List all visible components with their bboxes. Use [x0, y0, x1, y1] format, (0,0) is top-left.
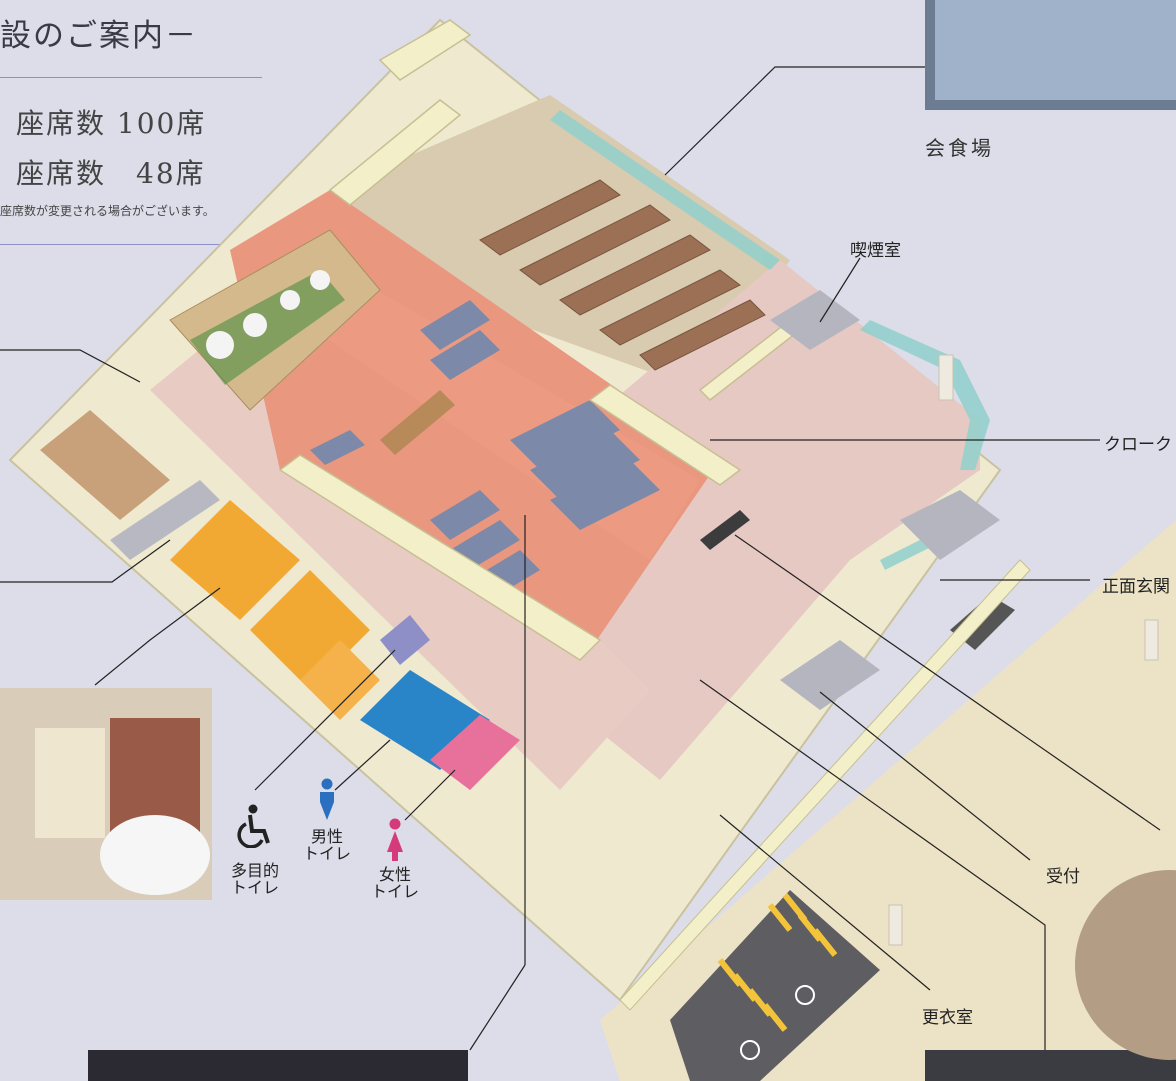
- seat-note: 座席数が変更される場合がございます。: [0, 204, 215, 218]
- grey-hall: [110, 480, 220, 560]
- label-dining-hall: 会食場: [925, 136, 994, 160]
- podium: [380, 390, 455, 455]
- label-multipurpose-toilet: 多目的 トイレ: [230, 861, 279, 897]
- label-mens-toilet: 男性 トイレ: [302, 827, 351, 863]
- photo-altar: [1075, 870, 1176, 1060]
- outer-wall-right: [619, 559, 1031, 1011]
- hall-chairs: [310, 300, 660, 600]
- leader-lines: [0, 66, 1161, 1051]
- note-rule: [0, 244, 262, 245]
- waiting-room: [40, 410, 170, 520]
- label-womens-toilet: 女性 トイレ: [370, 865, 419, 901]
- label-reception: 受付: [1046, 867, 1080, 887]
- entrance-hall: [900, 490, 1000, 560]
- lobby-floor: [560, 260, 980, 780]
- tatami-room-1: [170, 500, 300, 620]
- man-icon: [320, 778, 334, 820]
- tatami-room-3: [300, 640, 380, 720]
- dining-tables: [479, 179, 766, 371]
- title-rule: [0, 77, 262, 78]
- seats-main: 座席数 100席: [16, 107, 207, 140]
- womens-toilet: [430, 715, 520, 790]
- label-changing-room: 更衣室: [922, 1008, 973, 1028]
- page-title: 設のご案内－: [0, 18, 198, 54]
- label-main-entrance: 正面玄関: [1102, 577, 1170, 597]
- smoking-room: [770, 290, 860, 350]
- altar-flowers: [190, 270, 345, 385]
- reception-desk: [700, 510, 750, 550]
- reception-room: [780, 640, 880, 710]
- label-cloak-room: クローク: [1104, 435, 1172, 455]
- walls: [278, 19, 802, 661]
- photo-reception: [925, 1050, 1176, 1081]
- label-smoking-room: 喫煙室: [850, 241, 901, 261]
- parking: [670, 890, 880, 1081]
- pillars: [888, 354, 1159, 946]
- seats-sub: 座席数 48席: [16, 157, 206, 190]
- woman-icon: [387, 818, 403, 861]
- parking-wheelchair-icon: [740, 985, 815, 1060]
- wheelchair-icon: [237, 804, 270, 848]
- parking-stripes: [717, 893, 838, 1032]
- glass-windows: [550, 110, 990, 570]
- photo-hall: [88, 1050, 468, 1081]
